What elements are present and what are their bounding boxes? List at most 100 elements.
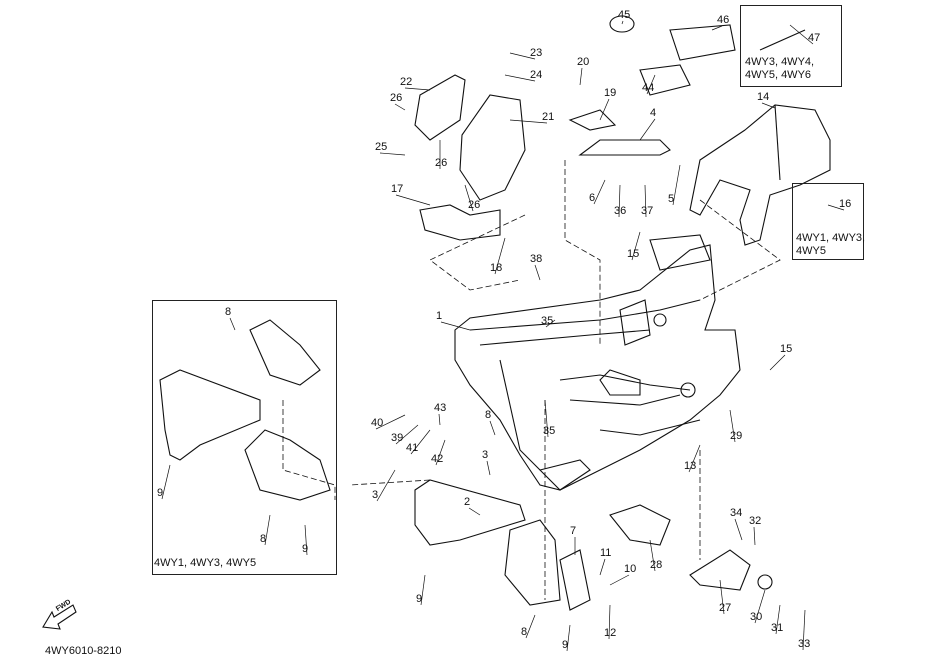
- callout-4: 4: [650, 107, 657, 119]
- callout-37: 37: [641, 205, 654, 217]
- callout-26: 26: [390, 92, 403, 104]
- callout-9: 9: [562, 639, 569, 651]
- leader-line: [672, 164, 681, 206]
- callout-47: 47: [808, 32, 821, 44]
- leader-line: [375, 414, 406, 430]
- leader-line: [410, 429, 431, 455]
- leader-line: [438, 413, 441, 426]
- callout-42: 42: [431, 453, 444, 465]
- leader-line: [404, 87, 431, 91]
- callout-16: 16: [839, 198, 852, 210]
- variant-box-bolt: [792, 183, 864, 260]
- leader-line: [534, 264, 541, 281]
- callout-26: 26: [435, 157, 448, 169]
- leader-line: [608, 604, 611, 640]
- callout-26: 26: [468, 199, 481, 211]
- leader-line: [420, 574, 426, 606]
- leader-line: [646, 74, 656, 95]
- leader-line: [719, 579, 725, 615]
- callout-9: 9: [416, 593, 423, 605]
- leader-line: [599, 558, 606, 576]
- leader-line: [264, 514, 271, 546]
- side-cover: [414, 74, 526, 241]
- leader-line: [775, 604, 781, 635]
- callout-8: 8: [260, 533, 267, 545]
- leader-line: [734, 518, 743, 541]
- callout-45: 45: [618, 9, 631, 21]
- callout-40: 40: [371, 417, 384, 429]
- leader-line: [504, 74, 536, 82]
- leader-line: [509, 119, 548, 124]
- leader-line: [468, 507, 481, 516]
- leader-line: [464, 184, 474, 212]
- leader-line: [593, 179, 606, 205]
- callout-8: 8: [225, 306, 232, 318]
- callout-36: 36: [614, 205, 627, 217]
- callout-15: 15: [780, 343, 793, 355]
- callout-29: 29: [730, 430, 743, 442]
- leader-line: [545, 319, 556, 328]
- fwd-arrow-icon: [42, 604, 77, 630]
- leader-line: [754, 589, 766, 624]
- callout-23: 23: [530, 47, 543, 59]
- leader-line: [494, 237, 506, 275]
- fender: [689, 104, 831, 246]
- callout-1: 1: [436, 310, 443, 322]
- callout-15: 15: [627, 248, 640, 260]
- leader-line: [761, 102, 776, 109]
- leader-line: [489, 420, 496, 436]
- leader-line: [566, 624, 571, 652]
- callout-35: 35: [543, 425, 556, 437]
- callout-9: 9: [302, 543, 309, 555]
- leader-line: [376, 469, 396, 502]
- leader-lines: [161, 20, 845, 652]
- callout-38: 38: [530, 253, 543, 265]
- leader-line: [639, 118, 656, 141]
- callout-17: 17: [391, 183, 404, 195]
- leader-line: [579, 67, 583, 86]
- callout-35: 35: [541, 315, 554, 327]
- callout-27: 27: [719, 602, 732, 614]
- leader-line: [486, 460, 491, 476]
- leader-line: [229, 317, 236, 331]
- leader-line: [609, 574, 630, 586]
- callout-34: 34: [730, 507, 743, 519]
- leader-line: [729, 409, 736, 443]
- leader-line: [802, 609, 806, 651]
- callout-3: 3: [372, 489, 379, 501]
- callout-12: 12: [604, 627, 617, 639]
- leader-line: [435, 439, 446, 466]
- callout-14: 14: [757, 91, 770, 103]
- callout-18: 18: [490, 262, 503, 274]
- callout-3: 3: [482, 449, 489, 461]
- leader-line: [394, 103, 406, 111]
- leader-line: [379, 152, 406, 156]
- leader-line: [618, 184, 621, 218]
- leader-line: [525, 614, 536, 639]
- leader-line: [304, 524, 308, 556]
- inset-parts: [159, 319, 331, 501]
- callout-32: 32: [749, 515, 762, 527]
- diagram-code: 4WY6010-8210: [45, 645, 122, 657]
- callout-39: 39: [391, 432, 404, 444]
- guide-lines: [282, 160, 781, 600]
- callout-5: 5: [668, 193, 675, 205]
- callout-25: 25: [375, 141, 388, 153]
- leader-line: [789, 24, 814, 45]
- callout-43: 43: [434, 402, 447, 414]
- callout-6: 6: [589, 192, 596, 204]
- callout-7: 7: [570, 525, 577, 537]
- variant-label: 4WY3, 4WY4, 4WY5, 4WY6: [745, 56, 815, 81]
- leader-line: [711, 25, 723, 31]
- leader-line: [395, 424, 419, 445]
- variant-box-tether: [740, 5, 842, 87]
- callout-2: 2: [464, 496, 471, 508]
- leader-line: [753, 526, 756, 546]
- leader-line: [827, 204, 845, 211]
- leader-line: [644, 184, 647, 218]
- callout-28: 28: [650, 559, 663, 571]
- callout-31: 31: [771, 622, 784, 634]
- callout-8: 8: [521, 626, 528, 638]
- leader-line: [440, 321, 471, 331]
